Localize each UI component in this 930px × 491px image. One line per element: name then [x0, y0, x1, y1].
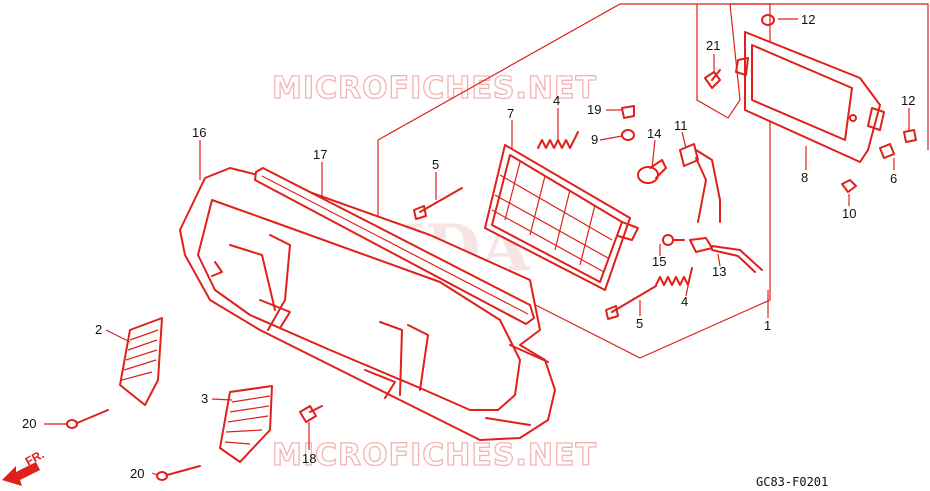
washer-9 [621, 129, 635, 141]
callout-11: 11 [674, 118, 688, 133]
harness-13 [689, 237, 763, 273]
mounting-case [735, 31, 885, 163]
callout-10: 10 [842, 206, 856, 221]
assembly-box-rear [730, 3, 929, 150]
callout-20-upper: 20 [22, 416, 36, 431]
callout-4-upper: 4 [553, 93, 560, 108]
vent-2 [119, 317, 163, 406]
callout-21: 21 [706, 38, 720, 53]
callout-1: 1 [764, 318, 771, 333]
callout-5-lower: 5 [636, 316, 643, 331]
assembly-box-bolt [696, 3, 741, 119]
front-direction-arrow-icon [2, 462, 40, 486]
callout-5-upper: 5 [432, 157, 439, 172]
screw-upper [413, 187, 463, 220]
grommet-12-right [903, 129, 917, 143]
callout-17: 17 [313, 147, 327, 162]
direction-label: FR. [23, 447, 47, 468]
screw-19 [621, 105, 635, 119]
callout-3: 3 [201, 391, 208, 406]
watermark-bottom: MICROFICHES.NET [272, 438, 597, 473]
callout-2: 2 [95, 322, 102, 337]
diagram-code: GC83-F0201 [756, 475, 828, 489]
watermark-top: MICROFICHES.NET [272, 71, 597, 106]
callout-12-right: 12 [901, 93, 915, 108]
spring-lower [655, 267, 693, 286]
callout-15: 15 [652, 254, 666, 269]
bolt-21 [704, 69, 721, 89]
callout-7: 7 [507, 106, 514, 121]
nut-10 [841, 179, 857, 193]
leader-lines [44, 18, 910, 476]
screw-20-upper [66, 409, 109, 429]
bulb-15 [662, 234, 685, 246]
headlight-unit [484, 144, 639, 291]
callout-4-lower: 4 [681, 294, 688, 309]
callout-19: 19 [587, 102, 601, 117]
screw-lower [605, 285, 657, 320]
callout-14: 14 [647, 126, 661, 141]
cowl-trim-strip [254, 167, 535, 325]
socket-11 [679, 143, 721, 223]
bulb-14 [637, 159, 667, 184]
callout-18: 18 [302, 451, 316, 466]
callout-12-top: 12 [801, 12, 815, 27]
callout-9: 9 [591, 132, 598, 147]
callout-8: 8 [801, 170, 808, 185]
callout-13: 13 [712, 264, 726, 279]
grommet-12-top [761, 14, 775, 26]
callout-16: 16 [192, 125, 206, 140]
collar-6 [879, 143, 895, 159]
callout-20-lower: 20 [130, 466, 144, 481]
bolt-18 [299, 405, 323, 423]
callout-6: 6 [890, 171, 897, 186]
screw-20-lower [156, 465, 201, 481]
headlight-cowl [179, 167, 556, 441]
vent-3 [219, 385, 273, 463]
